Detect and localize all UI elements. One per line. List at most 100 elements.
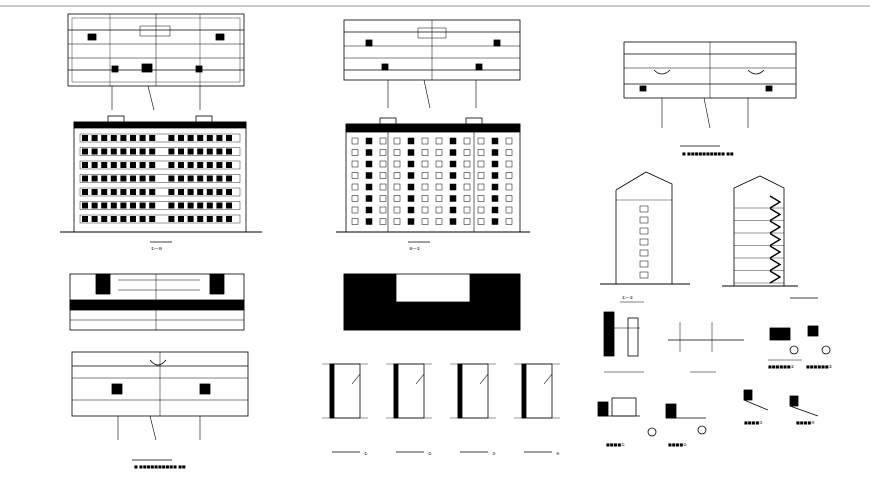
window-mark xyxy=(187,216,194,222)
window-mark xyxy=(91,216,98,222)
section-stair-flights xyxy=(734,195,784,284)
window-mark xyxy=(226,216,232,222)
window-mark xyxy=(82,135,88,141)
window-mark xyxy=(187,175,194,182)
floor-plan-left-upper xyxy=(69,273,245,331)
window-mark xyxy=(421,137,429,145)
window-mark xyxy=(91,175,98,182)
window-mark xyxy=(197,135,204,141)
window-mark xyxy=(110,175,117,182)
window-mark xyxy=(393,195,401,202)
window-mark xyxy=(393,206,401,214)
window-mark xyxy=(477,218,485,225)
wall-detail-fill xyxy=(457,363,463,419)
window-mark xyxy=(206,216,213,222)
window-mark xyxy=(463,160,471,168)
window-mark xyxy=(139,135,146,141)
detail-5-caption: ■■■■③ xyxy=(744,420,763,425)
window-mark xyxy=(463,218,471,225)
window-mark xyxy=(130,148,136,155)
window-mark xyxy=(139,175,146,182)
window-mark xyxy=(120,162,127,168)
window-mark xyxy=(421,160,429,168)
window-mark xyxy=(407,183,415,191)
window-mark xyxy=(505,183,513,191)
window-mark xyxy=(449,183,457,191)
window-mark xyxy=(101,162,108,168)
floor-band xyxy=(79,201,241,210)
window-mark xyxy=(463,149,471,156)
window-mark xyxy=(110,216,117,222)
window-mark xyxy=(477,172,485,179)
window-mark xyxy=(178,175,184,182)
window-mark xyxy=(110,162,117,168)
window-mark xyxy=(206,175,213,182)
wall-detail-door xyxy=(543,373,553,385)
window-mark xyxy=(149,162,156,168)
window-mark xyxy=(393,137,401,145)
window-mark xyxy=(365,206,373,214)
window-mark xyxy=(149,135,156,141)
window-mark xyxy=(379,172,387,179)
window-mark xyxy=(139,162,146,168)
window-mark xyxy=(639,271,649,279)
window-mark xyxy=(82,162,88,168)
window-mark xyxy=(407,137,415,145)
window-mark xyxy=(639,260,649,268)
window-mark xyxy=(379,206,387,214)
window-mark xyxy=(379,160,387,168)
window-mark xyxy=(178,202,184,209)
window-mark xyxy=(178,216,184,222)
window-mark xyxy=(421,206,429,214)
window-mark xyxy=(178,162,184,168)
window-mark xyxy=(407,195,415,202)
window-mark xyxy=(463,172,471,179)
window-mark xyxy=(91,148,98,155)
elevation-b-window-grid xyxy=(351,137,513,225)
detail-3-caption: ■■■■① xyxy=(606,442,625,447)
window-mark xyxy=(435,149,443,156)
window-mark xyxy=(505,195,513,202)
window-mark xyxy=(351,206,359,214)
window-mark xyxy=(178,148,184,155)
roof-plan-c-caption: ■ ■■■■■■■■■■ ■■ xyxy=(682,151,734,156)
floor-band xyxy=(79,214,241,224)
elevation-a-caption: ①—⑩ xyxy=(151,246,163,251)
window-mark xyxy=(351,172,359,179)
window-mark xyxy=(82,175,88,182)
window-mark xyxy=(101,189,108,195)
window-mark xyxy=(421,218,429,225)
window-mark xyxy=(449,137,457,145)
window-mark xyxy=(82,189,88,195)
window-mark xyxy=(110,202,117,209)
floor-band xyxy=(79,187,241,197)
window-mark xyxy=(206,189,213,195)
window-mark xyxy=(365,172,373,179)
front-elevation-a xyxy=(60,115,262,243)
window-mark xyxy=(407,172,415,179)
window-mark xyxy=(110,135,117,141)
window-mark xyxy=(101,216,108,222)
window-mark xyxy=(130,162,136,168)
window-mark xyxy=(393,149,401,156)
window-mark xyxy=(477,137,485,145)
roof-plan-b xyxy=(343,19,521,109)
window-mark xyxy=(139,189,146,195)
window-mark xyxy=(139,216,146,222)
window-mark xyxy=(421,183,429,191)
wall-detail-door xyxy=(351,373,361,385)
window-mark xyxy=(393,218,401,225)
window-mark xyxy=(149,216,156,222)
window-mark xyxy=(477,149,485,156)
window-mark xyxy=(505,172,513,179)
window-mark xyxy=(491,195,499,202)
section-detail-caption: ①—① xyxy=(622,295,634,300)
floor-plan-middle-filled xyxy=(343,273,521,331)
wall-detail-frame xyxy=(457,363,489,419)
window-mark xyxy=(491,160,499,168)
window-mark xyxy=(639,249,649,257)
window-mark xyxy=(197,202,204,209)
window-mark xyxy=(168,216,175,222)
window-mark xyxy=(130,175,136,182)
